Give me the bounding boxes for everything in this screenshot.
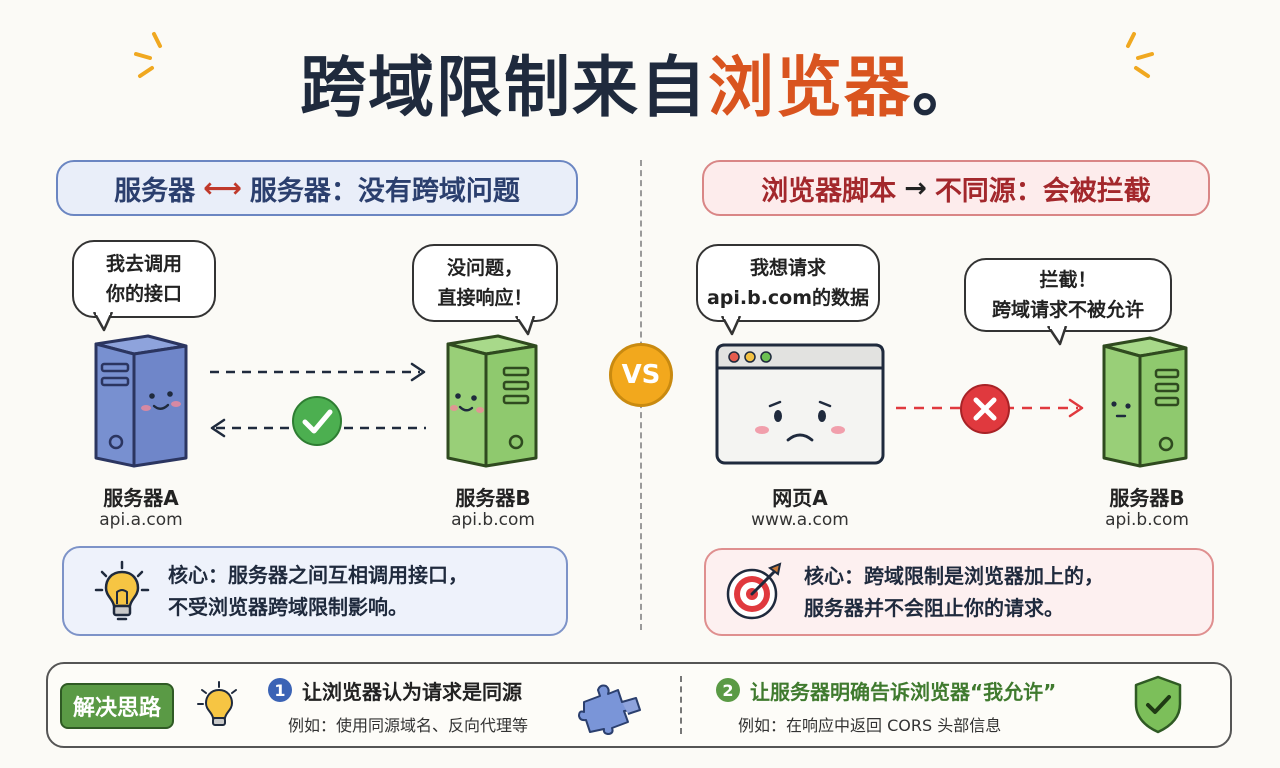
vs-badge-icon: VS <box>609 343 673 407</box>
left-header: 服务器 ⟷ 服务器：没有跨域问题 <box>56 160 578 216</box>
server-a-domain: api.a.com <box>99 510 183 530</box>
webpage-domain: www.a.com <box>751 510 849 530</box>
blue-server-icon <box>94 334 188 468</box>
server-b-name-right: 服务器B <box>1109 486 1185 510</box>
right-core-note: 核心：跨域限制是浏览器加上的， 服务器并不会阻止你的请求。 <box>704 548 1214 636</box>
page-title: 跨域限制来自浏览器。 <box>300 49 980 126</box>
shield-check-icon <box>1134 675 1182 734</box>
right-header: 浏览器脚本 → 不同源：会被拦截 <box>702 160 1210 216</box>
puzzle-icon <box>578 684 641 735</box>
target-icon <box>726 562 782 620</box>
bubble-tail <box>720 316 742 336</box>
webpage-name: 网页A <box>772 486 828 510</box>
bubble-tail <box>514 316 536 336</box>
check-icon <box>292 396 342 446</box>
sparkle-icon <box>1126 32 1154 78</box>
lightbulb-icon <box>197 681 237 726</box>
server-b-domain: api.b.com <box>451 510 535 530</box>
speech-bubble-server-a: 我去调用 你的接口 <box>72 240 216 318</box>
bubble-tail <box>92 312 114 332</box>
solution-1-title: 让浏览器认为请求是同源 <box>302 680 522 704</box>
left-core-note: 核心：服务器之间互相调用接口， 不受浏览器跨域限制影响。 <box>62 546 568 636</box>
green-server-icon <box>1102 336 1188 468</box>
cross-icon <box>960 384 1010 434</box>
sparkle-icon <box>134 32 162 78</box>
solution-2-title: 让服务器明确告诉浏览器“我允许” <box>750 680 1057 704</box>
lightbulb-icon <box>94 560 150 621</box>
solution-2-number: 2 <box>716 678 740 702</box>
speech-bubble-server-b: 没问题， 直接响应！ <box>412 244 558 322</box>
solution-1-example: 例如：使用同源域名、反向代理等 <box>288 716 529 735</box>
solution-button[interactable]: 解决思路 <box>60 683 174 729</box>
solution-1-number: 1 <box>268 678 292 702</box>
sad-browser-icon <box>715 343 885 465</box>
request-arrow <box>210 362 426 382</box>
speech-bubble-blocked: 拦截！ 跨域请求不被允许 <box>964 258 1172 332</box>
solution-2-example: 例如：在响应中返回 CORS 头部信息 <box>738 716 1002 735</box>
server-a-name: 服务器A <box>103 486 179 510</box>
green-server-icon <box>446 334 538 468</box>
solutions-divider <box>680 676 682 734</box>
bubble-tail <box>1046 326 1068 346</box>
speech-bubble-webpage: 我想请求 api.b.com的数据 <box>696 244 880 322</box>
server-b-name: 服务器B <box>455 486 531 510</box>
server-b-domain-right: api.b.com <box>1105 510 1189 530</box>
